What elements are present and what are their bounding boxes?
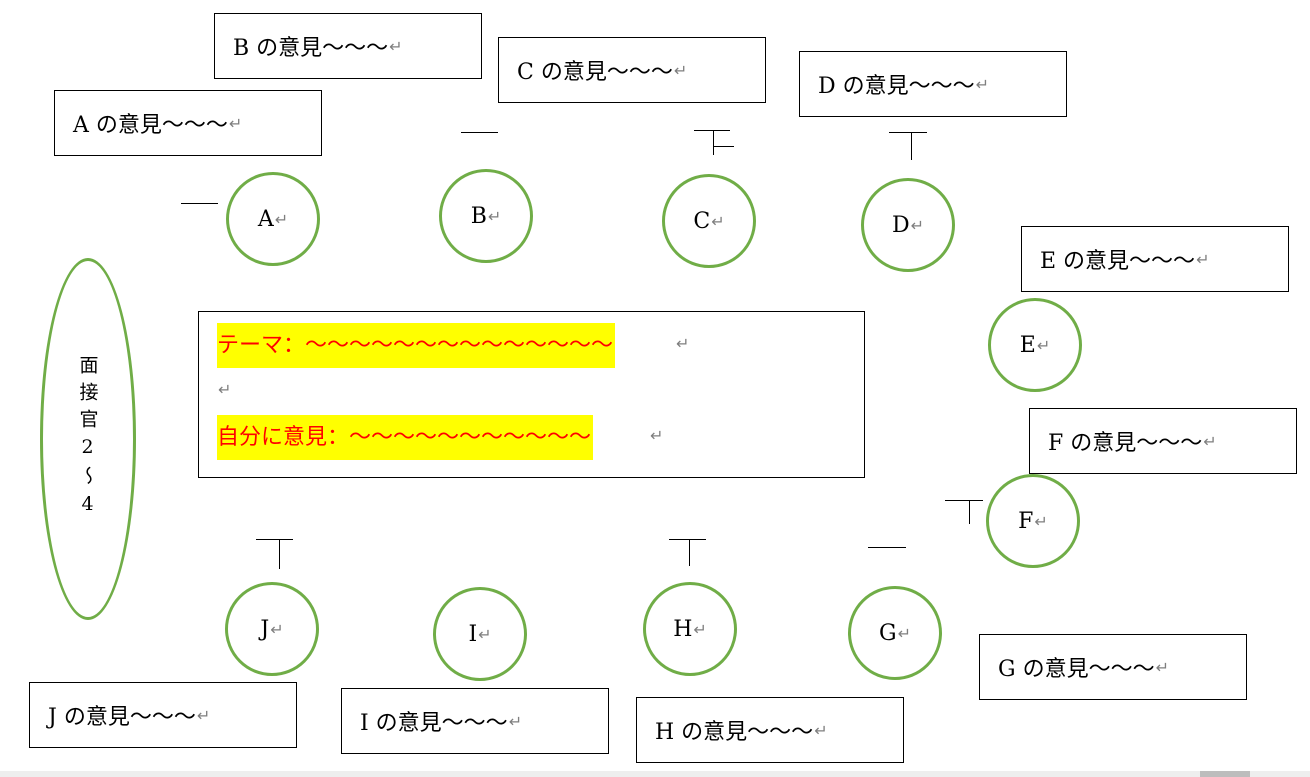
participant-letter-a: A (257, 206, 274, 232)
connector-h-stem (689, 539, 690, 566)
connector-a (181, 203, 218, 204)
connector-c-tick (713, 146, 734, 147)
self-opinion-text: 自分に意見：〜〜〜〜〜〜〜〜〜〜〜 (217, 425, 592, 450)
return-mark-icon: ↵ (228, 113, 243, 133)
opinion-box-a: A の意見〜〜〜↵ (54, 90, 322, 156)
return-mark-icon: ↵ (814, 720, 828, 740)
opinion-box-g: G の意見〜〜〜↵ (979, 634, 1247, 700)
return-mark-icon: ↵ (975, 74, 990, 94)
opinion-text-g: G の意見〜〜〜 (998, 657, 1155, 682)
opinion-text-b: B の意見〜〜〜 (233, 36, 389, 61)
return-mark-icon: ↵ (478, 624, 492, 644)
return-mark-icon: ↵ (1036, 335, 1051, 355)
return-mark-icon: ↵ (910, 215, 925, 235)
participant-circle-f: F↵ (986, 474, 1080, 568)
interviewer-ellipse: 面接官2〜4 (40, 258, 136, 620)
connector-c (694, 130, 730, 131)
opinion-box-j: J の意見〜〜〜↵ (29, 682, 297, 748)
theme-line-text: テーマ：〜〜〜〜〜〜〜〜〜〜〜〜〜〜 (217, 333, 614, 358)
opinion-text-i: I の意見〜〜〜 (360, 711, 508, 736)
connector-h (669, 539, 706, 540)
opinion-text-f: F の意見〜〜〜 (1048, 431, 1203, 456)
opinion-box-d: D の意見〜〜〜↵ (799, 51, 1067, 117)
participant-letter-e: E (1019, 332, 1036, 358)
participant-letter-i: I (468, 621, 478, 647)
connector-j-stem (279, 539, 280, 569)
connector-b (461, 132, 498, 133)
opinion-box-e: E の意見〜〜〜↵ (1021, 226, 1289, 292)
participant-letter-g: G (879, 620, 897, 646)
return-mark-icon: ↵ (389, 36, 403, 56)
horizontal-scrollbar[interactable] (0, 771, 1310, 777)
connector-c-stem (713, 130, 714, 155)
interviewer-label: 面接官2〜4 (76, 355, 99, 523)
opinion-box-i: I の意見〜〜〜↵ (341, 688, 609, 754)
participant-circle-c: C↵ (662, 174, 756, 268)
self-opinion-line: 自分に意見：〜〜〜〜〜〜〜〜〜〜〜 (217, 415, 594, 460)
opinion-box-h: H の意見〜〜〜↵ (636, 697, 904, 763)
empty-line-return-mark-icon: ↵ (218, 380, 232, 399)
opinion-text-j: J の意見〜〜〜 (48, 705, 196, 730)
opinion-text-e: E の意見〜〜〜 (1040, 249, 1196, 274)
opinion-text-a: A の意見〜〜〜 (73, 113, 228, 138)
return-mark-icon: ↵ (650, 426, 664, 445)
return-mark-icon: ↵ (711, 211, 725, 231)
opinion-text-c: C の意見〜〜〜 (517, 60, 673, 85)
participant-circle-g: G↵ (848, 586, 942, 680)
connector-j (256, 539, 293, 540)
return-mark-icon: ↵ (196, 705, 211, 725)
connector-g (868, 547, 906, 548)
return-mark-icon: ↵ (270, 619, 284, 639)
participant-circle-d: D↵ (861, 178, 955, 272)
connector-d (889, 132, 927, 133)
participant-circle-b: B↵ (439, 169, 533, 263)
connector-f-stem (969, 500, 970, 524)
participant-letter-f: F (1018, 508, 1034, 534)
opinion-box-b: B の意見〜〜〜↵ (214, 13, 482, 79)
participant-circle-a: A↵ (226, 172, 320, 266)
participant-letter-c: C (693, 208, 711, 234)
return-mark-icon: ↵ (673, 60, 688, 80)
return-mark-icon: ↵ (1203, 431, 1217, 451)
theme-box: テーマ：〜〜〜〜〜〜〜〜〜〜〜〜〜〜 ↵ ↵ 自分に意見：〜〜〜〜〜〜〜〜〜〜〜… (198, 311, 865, 478)
theme-line: テーマ：〜〜〜〜〜〜〜〜〜〜〜〜〜〜 (217, 323, 616, 368)
participant-circle-e: E↵ (988, 298, 1082, 392)
participant-circle-h: H↵ (643, 582, 737, 676)
return-mark-icon: ↵ (508, 711, 523, 731)
participant-circle-j: J↵ (225, 582, 319, 676)
opinion-text-h: H の意見〜〜〜 (655, 720, 814, 745)
participant-circle-i: I↵ (433, 587, 527, 681)
opinion-text-d: D の意見〜〜〜 (818, 74, 975, 99)
return-mark-icon: ↵ (676, 334, 690, 353)
opinion-box-f: F の意見〜〜〜↵ (1029, 408, 1297, 474)
connector-d-stem (911, 132, 912, 160)
return-mark-icon: ↵ (1034, 511, 1048, 531)
return-mark-icon: ↵ (693, 619, 707, 639)
return-mark-icon: ↵ (274, 209, 289, 229)
participant-letter-j: J (260, 616, 270, 642)
participant-letter-b: B (470, 203, 487, 229)
connector-f (945, 500, 983, 501)
scrollbar-thumb[interactable] (1200, 771, 1250, 777)
participant-letter-d: D (891, 212, 910, 238)
return-mark-icon: ↵ (897, 623, 911, 643)
return-mark-icon: ↵ (1196, 249, 1210, 269)
opinion-box-c: C の意見〜〜〜↵ (498, 37, 766, 103)
participant-letter-h: H (673, 616, 693, 642)
return-mark-icon: ↵ (487, 206, 502, 226)
return-mark-icon: ↵ (1155, 657, 1169, 677)
